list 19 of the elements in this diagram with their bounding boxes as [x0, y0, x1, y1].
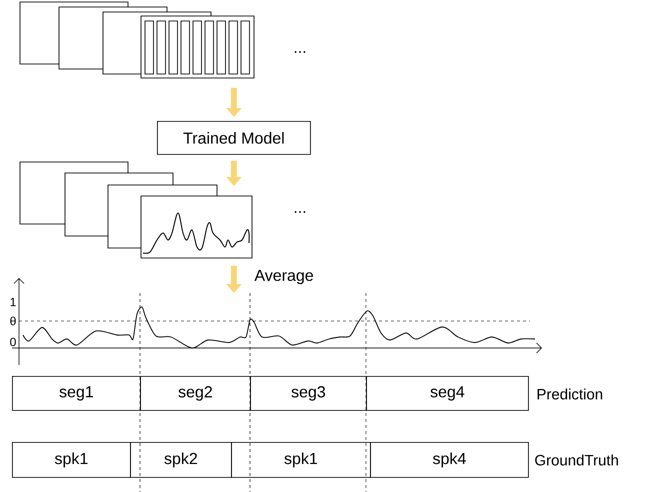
row-label: Prediction	[538, 388, 602, 400]
segment-box: spk1	[231, 442, 371, 478]
score-map-stack-drawing	[20, 162, 252, 258]
edge-label: Average	[254, 270, 313, 284]
segment-box: spk4	[370, 442, 529, 478]
segment-box: seg3	[250, 376, 367, 411]
axis-label: 1	[10, 298, 16, 306]
segment-box: seg4	[366, 376, 529, 411]
axis-label: θ	[10, 316, 16, 326]
segment-box: spk2	[130, 442, 232, 478]
process-box: Trained Model	[157, 121, 311, 155]
segment-box: spk1	[12, 442, 131, 478]
frames-stack-drawing	[20, 2, 254, 78]
row-label: GroundTruth	[535, 454, 618, 466]
axis-label: 0	[10, 338, 16, 346]
segment-box: seg2	[140, 376, 251, 411]
ellipsis: ...	[294, 211, 306, 213]
segment-box: seg1	[12, 376, 141, 411]
ellipsis: ...	[294, 51, 306, 53]
